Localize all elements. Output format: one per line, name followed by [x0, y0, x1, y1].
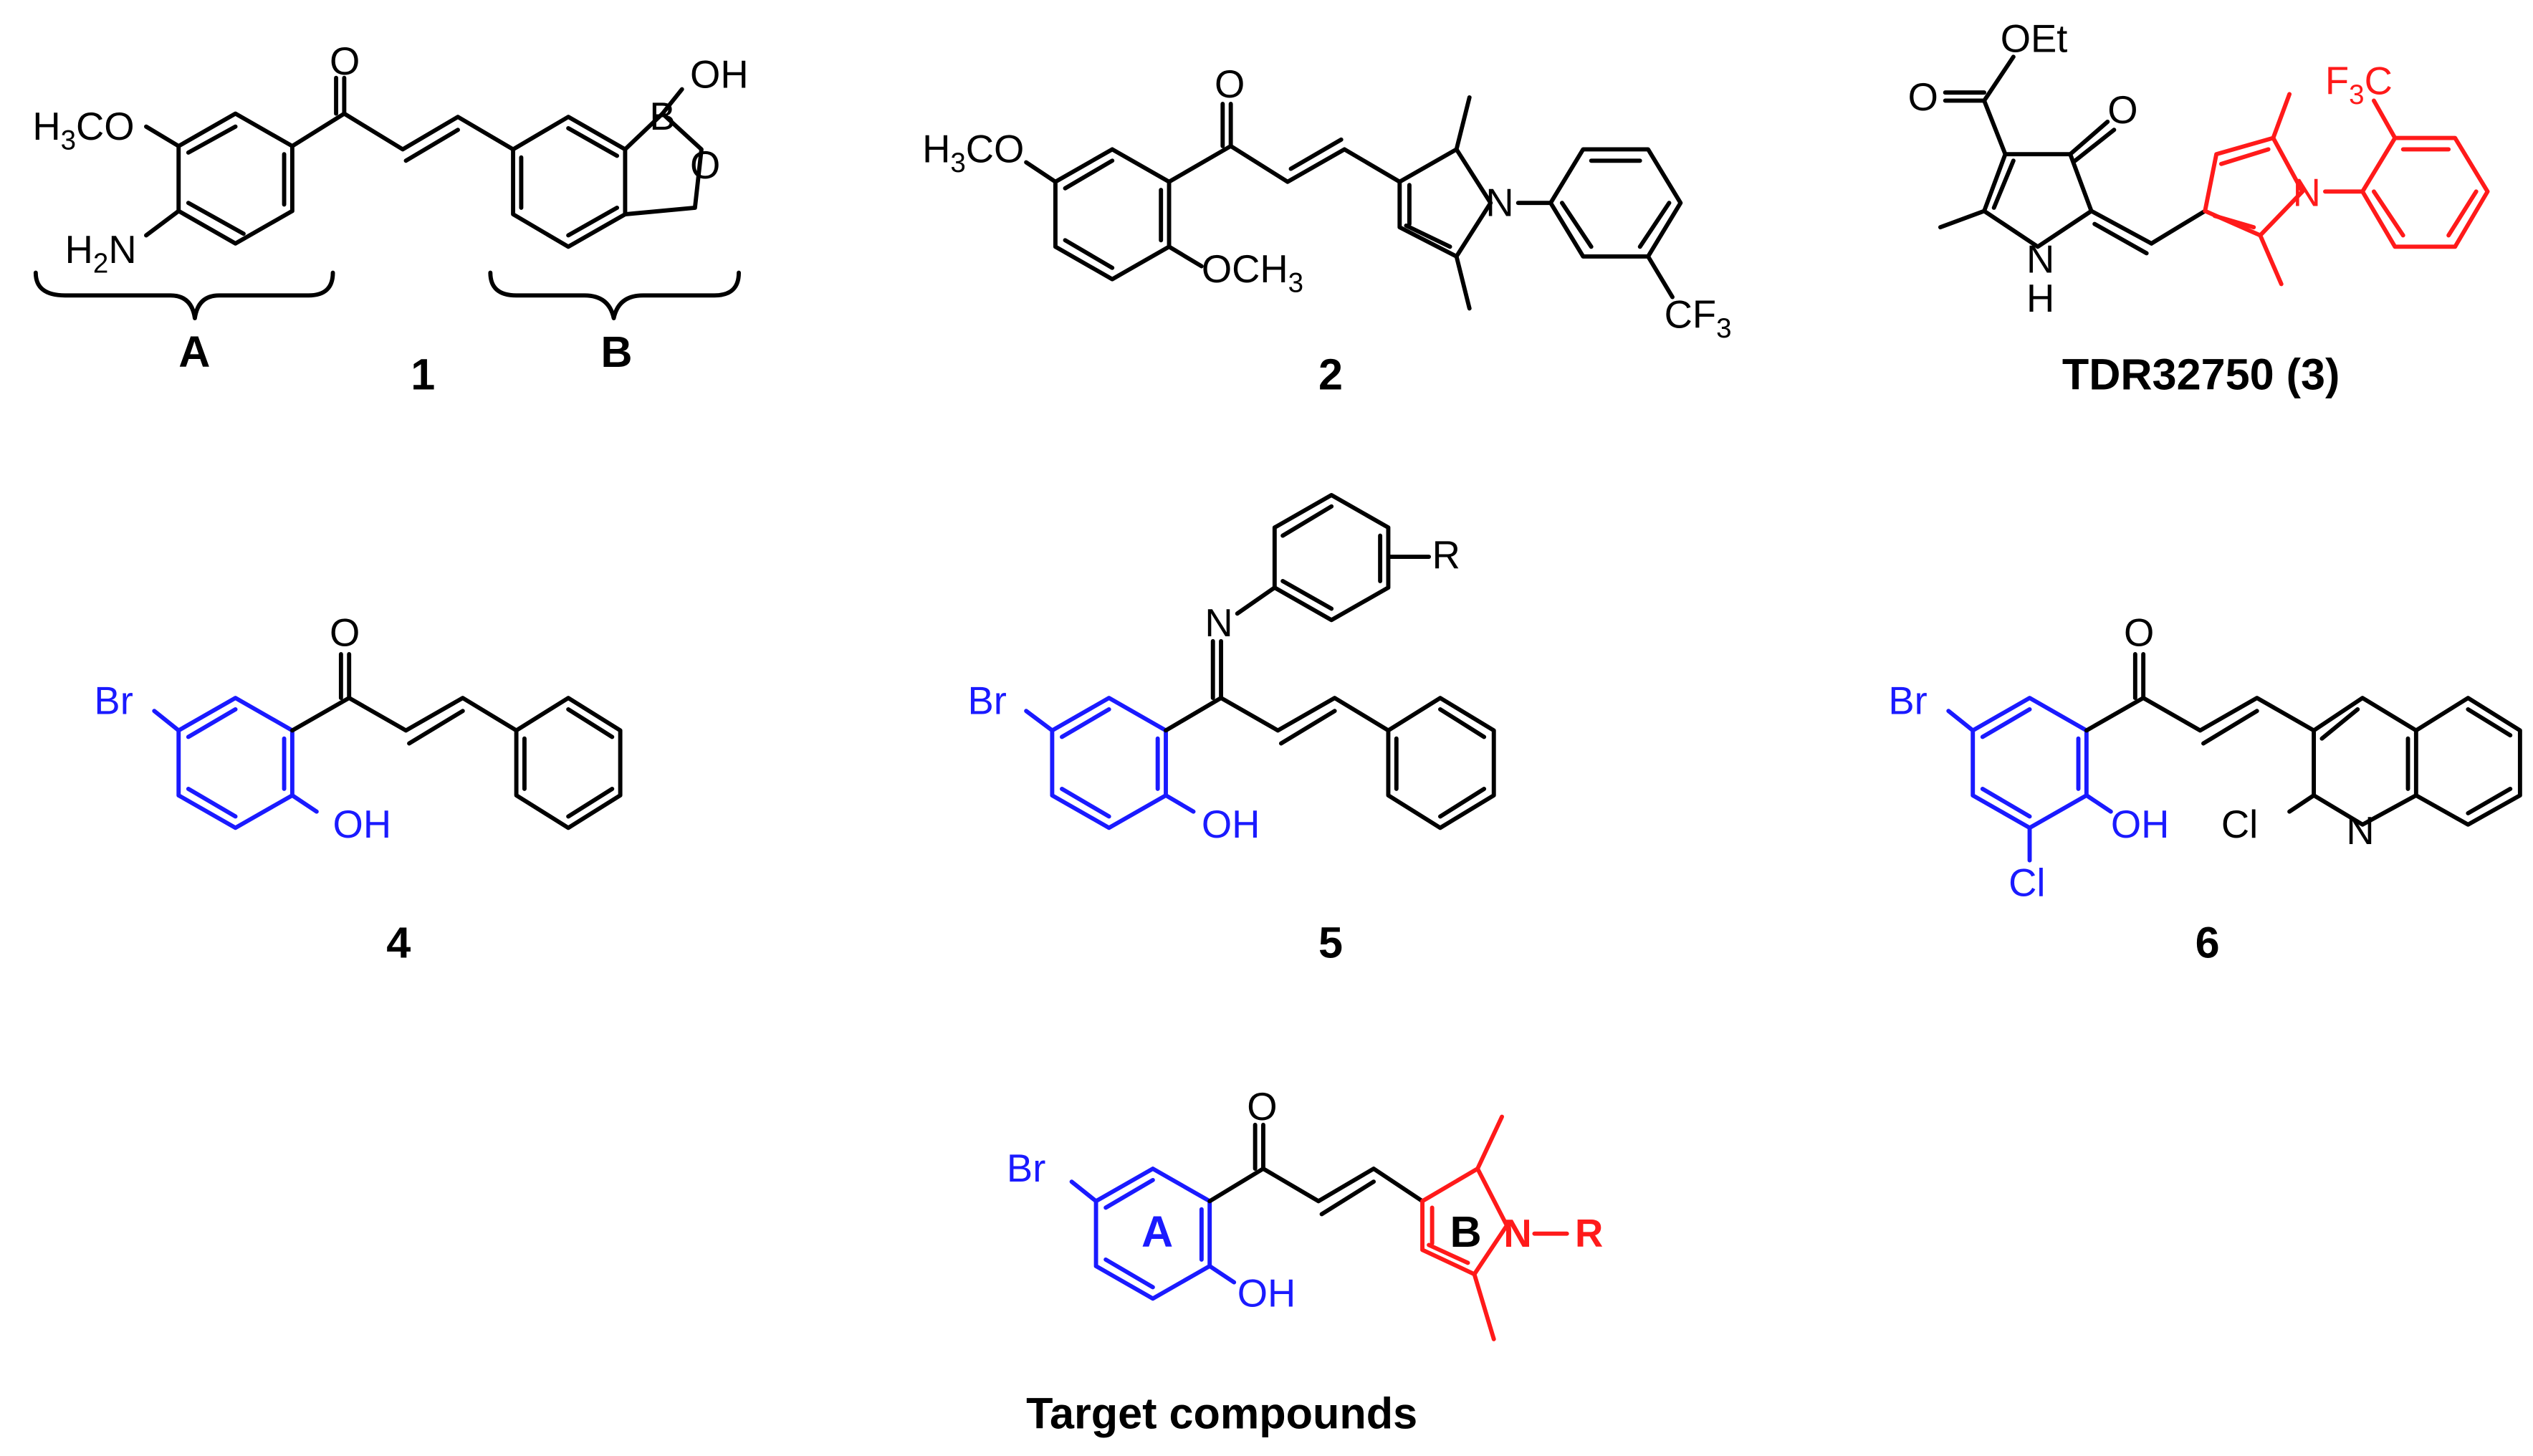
- c4-carbonyl-o: O: [330, 611, 360, 655]
- target-ring-b-label: B: [1450, 1207, 1482, 1256]
- compound-4: O Br OH 4: [94, 611, 623, 967]
- target-compounds: O Br OH A B N R Target compounds: [1007, 1085, 1603, 1437]
- compound-1: O OH B O H3CO H2N A 1 B: [32, 39, 748, 398]
- c5-br: Br: [968, 679, 1007, 723]
- c1-label: 1: [411, 350, 435, 399]
- compound-2: O H3CO OCH3 N CF3 2: [922, 62, 1731, 399]
- c6-br: Br: [1888, 679, 1927, 723]
- target-br: Br: [1007, 1146, 1045, 1190]
- c3-nh-h: H: [2026, 277, 2054, 320]
- c3-ester-o: O: [1908, 75, 1938, 119]
- c5-oh: OH: [1202, 803, 1260, 846]
- c1-ring-o: O: [690, 143, 720, 187]
- c4-label: 4: [386, 919, 411, 967]
- target-pyrrole-n: N: [1503, 1212, 1531, 1255]
- c6-ring-cl: Cl: [2008, 861, 2045, 904]
- c6-quinoline-n: N: [2346, 809, 2374, 853]
- c2-cf3: CF3: [1665, 293, 1732, 345]
- c2-carbonyl-o: O: [1215, 62, 1245, 106]
- c1-fragment-a-label: A: [178, 327, 210, 376]
- c3-oet: OEt: [2001, 16, 2068, 60]
- compound-5: N R Br OH 5: [968, 492, 1496, 967]
- c3-label: TDR32750 (3): [2062, 350, 2340, 399]
- c1-amino: H2N: [65, 228, 137, 279]
- c3-f3c: F3C: [2325, 59, 2393, 110]
- c4-br: Br: [94, 679, 133, 723]
- c1-fragment-b-label: B: [600, 327, 632, 376]
- compound-3: OEt O O N H N F3C TDR32750 (3): [1908, 16, 2490, 399]
- c1-methoxy: H3CO: [32, 105, 134, 156]
- c4-oh: OH: [333, 803, 392, 846]
- c1-oh: OH: [690, 52, 749, 96]
- c3-pyrrole-n: N: [2293, 171, 2321, 215]
- c6-oh: OH: [2111, 803, 2170, 846]
- c6-label: 6: [2196, 919, 2220, 967]
- c5-r: R: [1432, 533, 1460, 577]
- compound-6: O Br OH Cl Cl N 6: [1888, 611, 2522, 967]
- c2-label: 2: [1318, 350, 1343, 399]
- c6-carbonyl-o: O: [2124, 611, 2154, 655]
- c5-imine-n: N: [1205, 601, 1232, 645]
- c1-carbonyl-o: O: [330, 39, 360, 83]
- c2-methoxy-a: H3CO: [922, 128, 1024, 179]
- c3-ketone-o: O: [2107, 88, 2137, 132]
- c2-pyrrole-n: N: [1485, 181, 1513, 224]
- target-ring-a-label: A: [1141, 1207, 1173, 1256]
- c6-quinoline-cl: Cl: [2221, 803, 2258, 846]
- target-label: Target compounds: [1026, 1389, 1417, 1437]
- target-oh: OH: [1237, 1272, 1296, 1316]
- c3-nh-n: N: [2026, 238, 2054, 282]
- target-carbonyl-o: O: [1247, 1085, 1277, 1129]
- c2-methoxy-b: OCH3: [1202, 247, 1303, 299]
- c1-boron: B: [649, 95, 675, 138]
- target-r-group: R: [1575, 1212, 1603, 1255]
- c5-label: 5: [1318, 919, 1343, 967]
